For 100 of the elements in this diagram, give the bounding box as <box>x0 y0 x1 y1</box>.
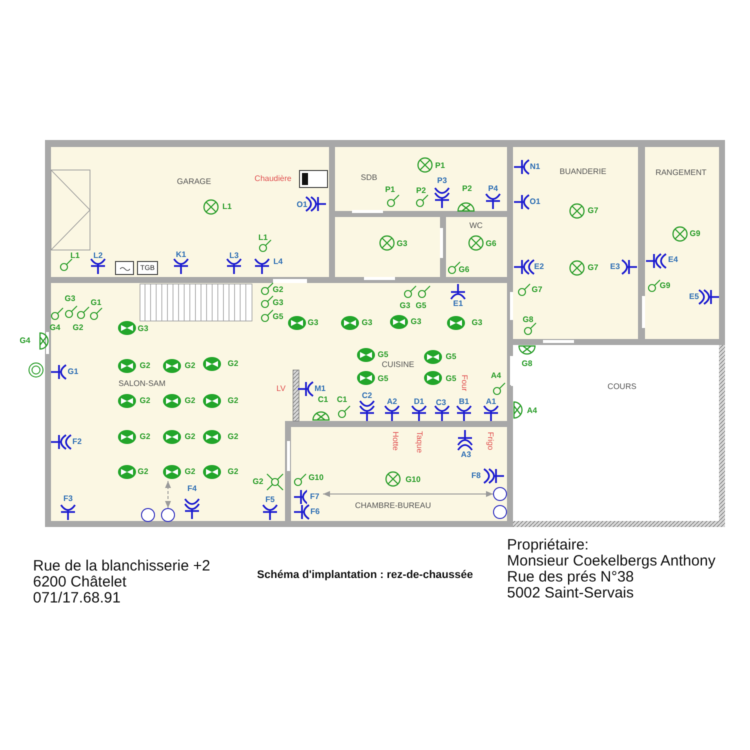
circuit-code: B1 <box>458 398 470 406</box>
circuit-code: G2 <box>228 433 238 441</box>
circuit-code: G7 <box>588 207 598 215</box>
circuit-code: G3 <box>410 318 422 326</box>
circuit-code: G9 <box>690 230 700 238</box>
appliance-label: Hotte <box>391 431 399 451</box>
room-name: SDB <box>360 172 378 184</box>
room <box>446 217 507 277</box>
circuit-code: G5 <box>446 375 456 383</box>
circuit-code: F5 <box>265 496 275 504</box>
circuit-code: G2 <box>140 362 150 370</box>
circuit-code: G2 <box>138 468 148 476</box>
circuit-code: L1 <box>222 203 232 211</box>
circuit-code: L1 <box>258 234 268 242</box>
circuit-code: O1 <box>530 198 540 206</box>
circuit-code: C1 <box>318 396 328 404</box>
circuit-code: L4 <box>273 258 283 266</box>
circuit-code: G3 <box>396 240 408 248</box>
circuit-code: G6 <box>458 266 470 274</box>
circuit-code: G3 <box>64 295 76 303</box>
circuit-code: G2 <box>184 362 196 370</box>
circuit-code: E3 <box>610 263 620 271</box>
circuit-code: G3 <box>472 319 482 327</box>
room-name: CUISINE <box>382 359 414 371</box>
equipment-box <box>115 261 134 275</box>
address-line: Rue des prés N°38 <box>507 570 634 584</box>
circuit-code: C1 <box>336 396 348 404</box>
circuit-code: G8 <box>522 360 532 368</box>
room-name: SALON-SAM <box>118 378 166 390</box>
circuit-code: G4 <box>50 324 60 332</box>
dimension-arrow <box>322 491 494 497</box>
appliance-label: Taque <box>415 431 423 453</box>
circuit-code: M1 <box>314 385 326 393</box>
circuit-code: A2 <box>386 398 398 406</box>
circuit-code: G3 <box>308 319 318 327</box>
circuit-code: L3 <box>229 252 239 260</box>
circuit-code: G5 <box>416 302 426 310</box>
circuit-code: G3 <box>400 302 410 310</box>
room <box>513 147 638 339</box>
room-name: WC <box>469 220 483 232</box>
circuit-code: G2 <box>228 468 238 476</box>
circuit-code: G8 <box>522 316 534 324</box>
circuit-code: G2 <box>252 478 264 486</box>
circuit-code: G2 <box>184 433 196 441</box>
circuit-code: L2 <box>93 252 103 260</box>
room <box>335 147 507 211</box>
equipment-box <box>299 170 328 188</box>
circuit-code: P1 <box>385 186 395 194</box>
circuit-code: P4 <box>488 185 498 193</box>
circuit-code: E1 <box>453 300 463 308</box>
address-line: Propriétaire: <box>507 538 589 552</box>
circuit-code: G5 <box>272 313 284 321</box>
circuit-code: G2 <box>72 324 84 332</box>
address-line: 5002 Saint-Servais <box>507 586 634 600</box>
circuit-code: G2 <box>228 360 238 368</box>
circuit-code: D1 <box>414 398 424 406</box>
circuit-code: G5 <box>378 375 388 383</box>
circuit-code: G3 <box>362 319 372 327</box>
circuit-code: G2 <box>140 433 150 441</box>
circuit-code: G5 <box>378 351 388 359</box>
circuit-code: F6 <box>310 508 320 516</box>
circuit-code: F2 <box>72 438 82 446</box>
circuit-code: P3 <box>437 177 447 185</box>
circuit-code: G3 <box>138 325 148 333</box>
circuit-code: P1 <box>435 162 445 170</box>
circuit-code: G3 <box>272 299 284 307</box>
circuit-code: G1 <box>90 299 102 307</box>
circuit-code: P2 <box>462 185 472 193</box>
room-name: CHAMBRE-BUREAU <box>355 500 431 512</box>
circuit-code: F4 <box>187 485 197 493</box>
circuit-code: F8 <box>471 472 481 480</box>
circuit-code: O1 <box>296 201 308 209</box>
circuit-code: K1 <box>176 251 186 259</box>
room <box>51 147 329 277</box>
address-line: Rue de la blanchisserie +2 <box>33 558 210 574</box>
room-area <box>335 217 440 277</box>
equipment-label: Chaudière <box>254 173 292 185</box>
circuit-code: C3 <box>436 399 446 407</box>
room-name: GARAGE <box>176 176 212 188</box>
circuit-code: G10 <box>405 476 421 484</box>
circuit-code: E5 <box>689 293 699 301</box>
circuit-code: A3 <box>460 451 472 459</box>
circuit-code: N1 <box>530 163 540 171</box>
room-name: BUANDERIE <box>560 166 606 178</box>
circuit-code: G4 <box>20 337 30 345</box>
circuit-code: G6 <box>486 240 496 248</box>
circuit-code: F7 <box>310 492 320 500</box>
appliance-label: LV <box>276 385 286 393</box>
room <box>285 283 507 421</box>
circuit-code: A4 <box>490 372 502 380</box>
circuit-code: G10 <box>308 474 324 482</box>
room-name: RANGEMENT <box>655 167 707 179</box>
circuit-code: E4 <box>668 256 678 264</box>
circuit-code: G1 <box>68 368 78 376</box>
circuit-code: A4 <box>526 407 538 415</box>
room <box>291 427 507 521</box>
circuit-code: G7 <box>532 286 542 294</box>
room-name: COURS <box>608 381 636 393</box>
address-line: Monsieur Coekelbergs Anthony <box>507 554 716 568</box>
circuit-code: G9 <box>660 282 670 290</box>
